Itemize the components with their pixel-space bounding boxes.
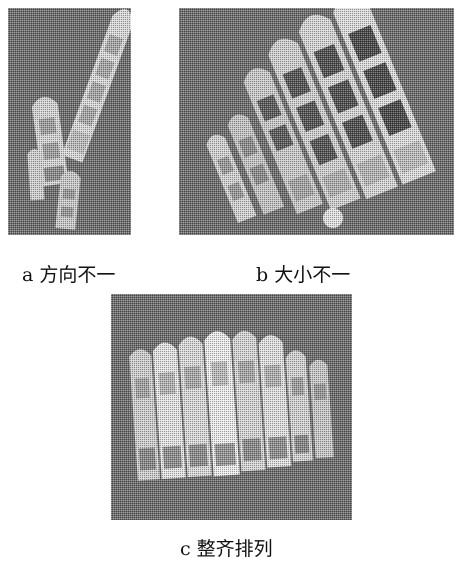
- caption-c: c 整齐排列: [180, 538, 273, 560]
- caption-b: b 大小不一: [256, 264, 351, 286]
- satellite-image-a: [8, 8, 131, 235]
- caption-a: a 方向不一: [22, 264, 116, 286]
- panel-b-image: [179, 8, 454, 235]
- panel-c-image: [111, 294, 352, 520]
- panel-a-image: [8, 8, 131, 235]
- satellite-image-b: [179, 8, 454, 235]
- satellite-image-c: [111, 294, 352, 520]
